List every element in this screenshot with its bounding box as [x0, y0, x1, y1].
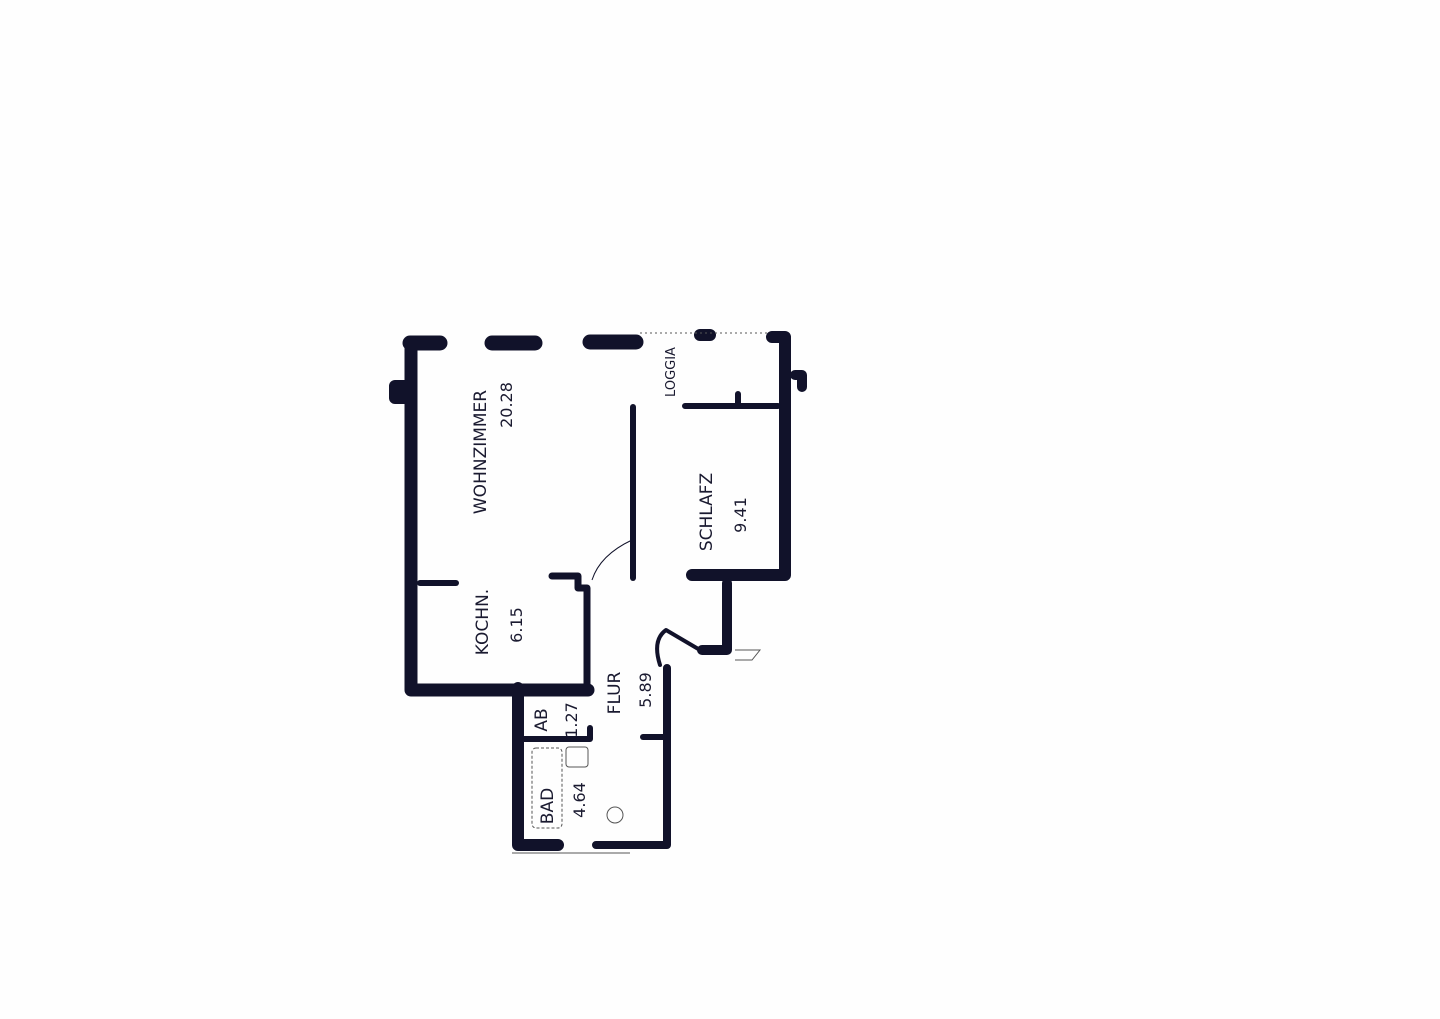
wall-bath-left [512, 682, 564, 851]
room-area-kochn: 6.15 [507, 607, 526, 643]
toilet-icon [606, 806, 624, 824]
room-area-schlafz: 9.41 [731, 497, 750, 533]
wall-kitchen-right [548, 572, 591, 694]
wall-flur-right [592, 664, 671, 849]
walls [389, 329, 807, 854]
room-name-flur: FLUR [605, 671, 625, 714]
wall-left-pillar [389, 380, 411, 404]
room-name-wohnzimmer: WOHNZIMMER [471, 390, 491, 514]
bathtub-icon [531, 747, 563, 829]
room-name-bad: BAD [538, 788, 558, 824]
wall-closet [697, 578, 732, 655]
door-swing-entrance [655, 628, 702, 667]
room-area-flur: 5.89 [636, 672, 655, 708]
closet-step [735, 649, 762, 661]
door-swing-living [591, 539, 633, 581]
room-name-kochn: KOCHN. [473, 589, 493, 655]
wall-right-pillar [790, 370, 807, 392]
room-area-bad: 4.64 [570, 782, 589, 818]
wall-ab-bad-divider [521, 725, 593, 742]
room-labels: WOHNZIMMER 20.28 LOGGIA SCHLAFZ 9.41 KOC… [471, 347, 750, 824]
wall-left-outer [404, 336, 595, 697]
wall-right-outer [686, 331, 791, 581]
room-name-schlafz: SCHLAFZ [697, 473, 717, 551]
room-name-loggia: LOGGIA [664, 347, 679, 397]
room-area-wohnzimmer: 20.28 [497, 382, 516, 428]
room-name-ab: AB [532, 708, 552, 731]
room-area-ab: 1.27 [562, 702, 581, 738]
wall-loggia-divider [682, 391, 781, 409]
sink-icon [565, 746, 589, 768]
